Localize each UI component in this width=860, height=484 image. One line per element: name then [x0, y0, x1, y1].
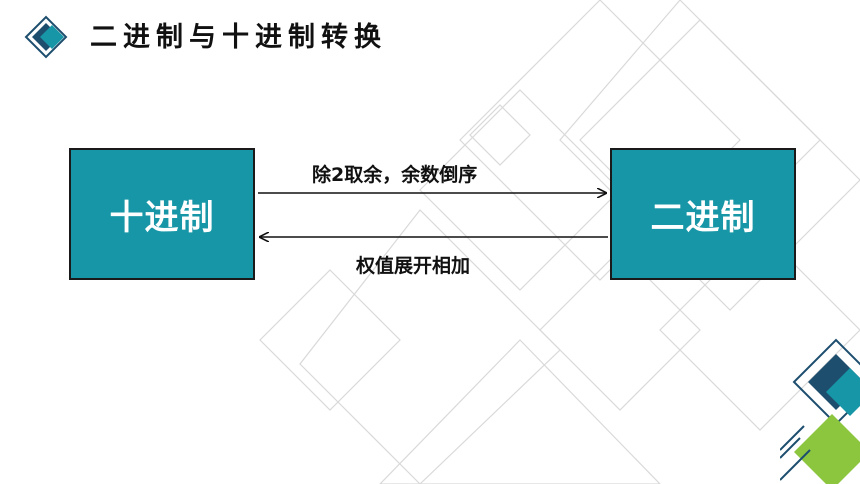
binary-box: 二进制 — [610, 148, 796, 280]
decimal-box-label: 十进制 — [109, 197, 215, 238]
binary-box-label: 二进制 — [650, 197, 756, 238]
slide-title: 二进制与十进制转换 — [90, 22, 387, 53]
forward-conversion-label: 除2取余，余数倒序 — [312, 164, 478, 186]
title-diamond-icon — [24, 15, 68, 59]
decimal-box: 十进制 — [69, 148, 255, 280]
corner-decoration — [780, 338, 860, 484]
backward-conversion-label: 权值展开相加 — [356, 255, 471, 277]
